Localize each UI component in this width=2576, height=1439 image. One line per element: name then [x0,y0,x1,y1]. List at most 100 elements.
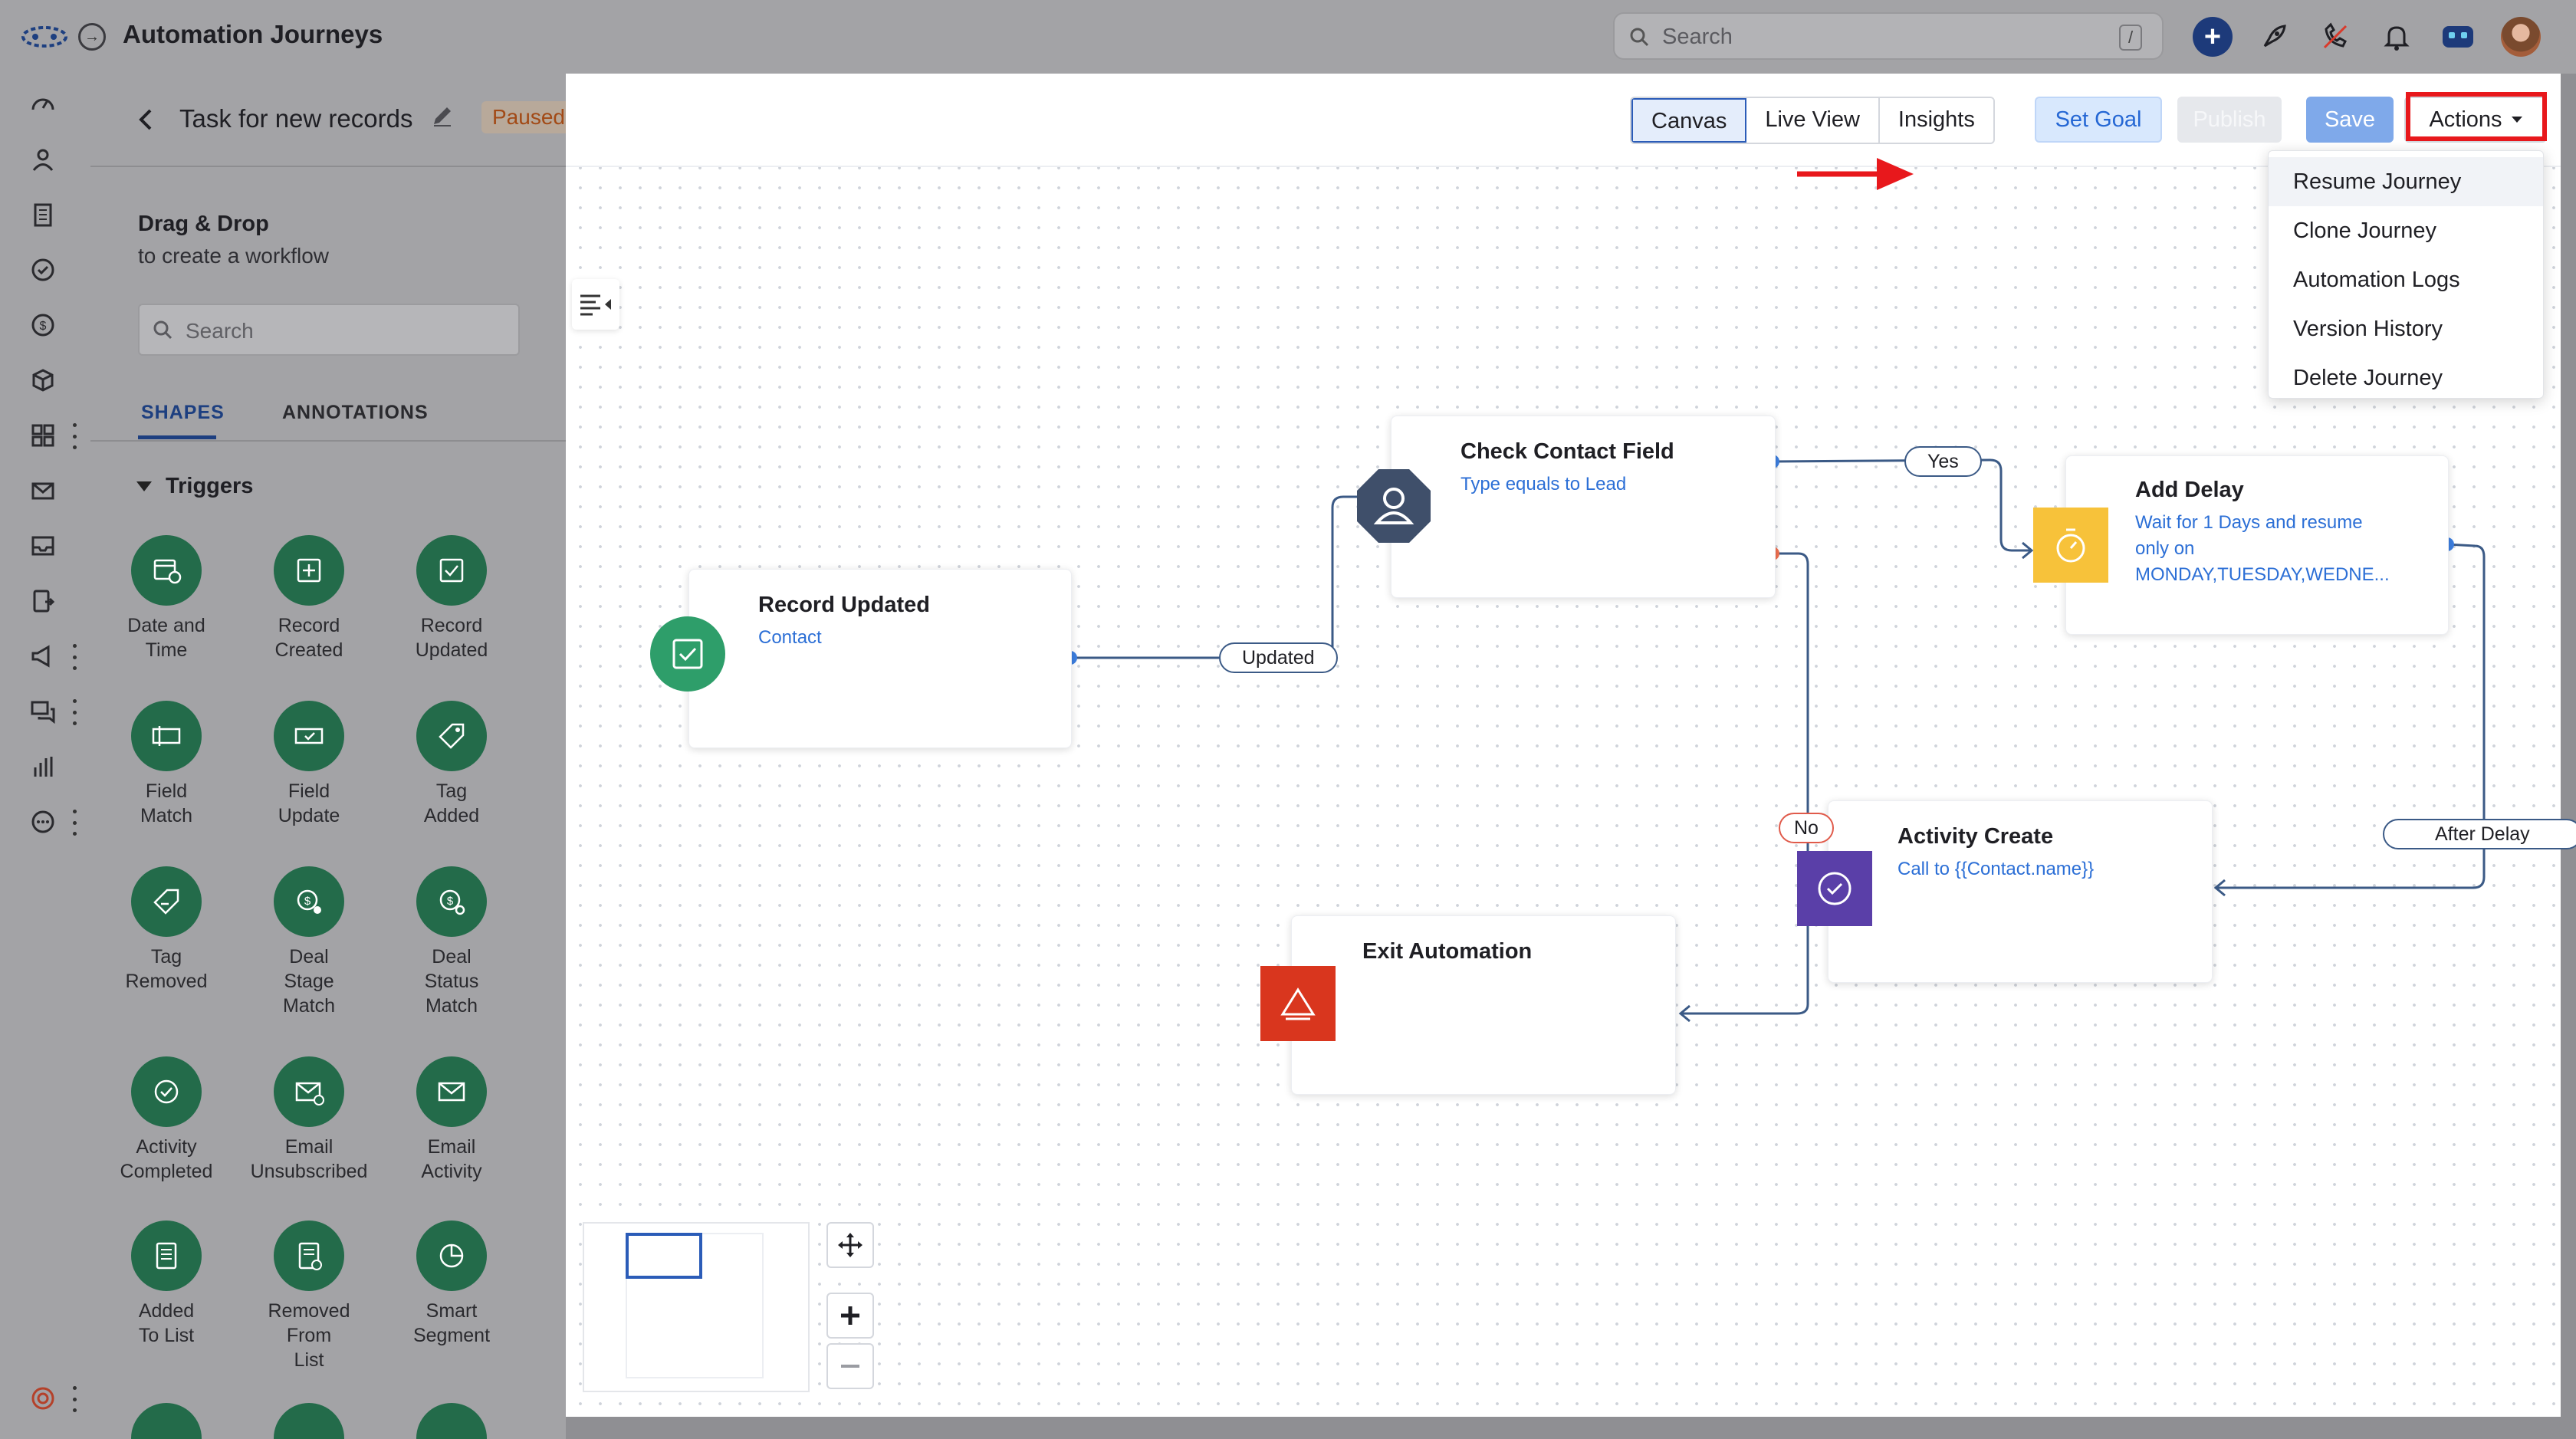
left-nav-rail: $ [0,74,90,1439]
node-exit-automation[interactable]: Exit Automation [1291,915,1676,1095]
shapes-search-input[interactable]: Search [138,304,520,356]
tab-canvas[interactable]: Canvas [1631,98,1747,143]
shape-item[interactable]: Date and Time [101,535,232,662]
menu-item-resume-journey[interactable]: Resume Journey [2269,157,2543,206]
more-apps-icon[interactable] [28,807,58,837]
reports-icon[interactable] [28,751,58,782]
zoom-in-button[interactable] [826,1293,874,1339]
rocket-icon[interactable] [2254,17,2294,57]
shape-item-partial[interactable] [131,1403,202,1439]
shape-item[interactable]: Record Created [244,535,374,662]
shape-label: Added To List [138,1300,195,1346]
shape-item[interactable]: Email Activity [386,1056,517,1184]
phone-off-icon[interactable] [2315,17,2355,57]
tab-live-view[interactable]: Live View [1746,98,1880,143]
menu-item-automation-logs[interactable]: Automation Logs [2293,268,2460,292]
shape-item[interactable]: Smart Segment [386,1221,517,1348]
campaigns-icon[interactable] [28,641,58,672]
tasks-icon[interactable] [28,255,58,285]
shape-item[interactable]: Email Unsubscribed [244,1056,374,1184]
publish-button[interactable]: Publish [2177,97,2282,143]
shape-item[interactable]: $Deal Status Match [386,866,517,1018]
companies-icon[interactable] [28,199,58,230]
minimap[interactable] [583,1222,810,1392]
set-goal-button[interactable]: Set Goal [2035,97,2162,143]
shape-item[interactable]: Tag Removed [101,866,232,994]
contacts-icon[interactable] [28,144,58,175]
panel-collapse-button[interactable] [572,279,619,330]
node-activity-create[interactable]: Activity Create Call to {{Contact.name}} [1828,800,2213,983]
tab-annotations[interactable]: ANNOTATIONS [282,402,429,423]
pan-move-button[interactable] [826,1222,874,1268]
apps-icon[interactable] [28,420,58,451]
edge-label-after-delay[interactable]: After Delay [2383,819,2576,849]
campaigns-more-icon[interactable] [71,644,78,670]
node-add-delay[interactable]: Add Delay Wait for 1 Days and resume onl… [2065,455,2449,635]
global-search-input[interactable]: Search / [1613,12,2164,60]
triggers-section-toggle[interactable]: Triggers [136,474,253,499]
more-apps-dots-icon[interactable] [71,810,78,836]
shape-item[interactable]: Field Match [101,701,232,828]
shape-label: Record Updated [415,615,488,661]
tab-insights[interactable]: Insights [1879,98,1993,143]
shape-item[interactable]: Record Updated [386,535,517,662]
dashboard-icon[interactable] [28,89,58,120]
actions-button[interactable]: Actions [2404,97,2547,143]
conversations-icon[interactable] [28,696,58,727]
tab-shapes[interactable]: SHAPES [141,402,225,423]
expand-nav-icon[interactable]: → [78,23,106,51]
shape-item[interactable]: Removed From List [244,1221,374,1372]
menu-item-clone-journey[interactable]: Clone Journey [2293,218,2436,243]
quick-add-button[interactable]: + [2193,17,2233,57]
actions-label: Actions [2429,107,2502,132]
bell-icon[interactable] [2377,17,2417,57]
shape-item-partial[interactable] [274,1403,344,1439]
check-square-icon [416,535,487,606]
collapse-triangle-icon [136,481,152,491]
calendar-clock-icon [131,535,202,606]
annotation-arrow-icon [1797,158,1914,190]
automation-icon[interactable] [28,586,58,616]
shape-item[interactable]: $Deal Stage Match [244,866,374,1018]
canvas-toolbar: Canvas Live View Insights Set Goal Publi… [566,74,2561,167]
shape-item[interactable]: Activity Completed [101,1056,232,1184]
tag-remove-icon [131,866,202,937]
help-more-icon[interactable] [71,1386,78,1412]
app-logo-icon[interactable] [20,21,69,52]
shape-label: Email Activity [421,1136,482,1182]
edge-label-updated[interactable]: Updated [1219,642,1338,673]
inbox-icon[interactable] [28,531,58,561]
edit-pencil-icon[interactable] [431,104,454,127]
conversations-more-icon[interactable] [71,699,78,725]
user-avatar[interactable] [2501,17,2541,57]
shape-item[interactable]: Field Update [244,701,374,828]
assistant-bot-icon[interactable] [2438,17,2478,57]
menu-item-version-history[interactable]: Version History [2293,317,2443,341]
back-chevron-icon[interactable] [135,107,155,132]
node-record-updated[interactable]: Record Updated Contact [688,569,1072,748]
shape-item[interactable]: Tag Added [386,701,517,828]
edge-label-yes[interactable]: Yes [1904,446,1982,477]
zoom-out-button[interactable] [826,1343,874,1389]
save-button[interactable]: Save [2306,97,2394,143]
top-bar: → Automation Journeys Search / + [0,0,2576,74]
shape-label: Field Update [278,780,340,826]
email-icon[interactable] [28,475,58,506]
apps-more-icon[interactable] [71,423,78,449]
node-check-contact-field[interactable]: Check Contact Field Type equals to Lead [1391,416,1776,598]
shape-item-partial[interactable] [416,1403,487,1439]
workflow-canvas[interactable]: Record Updated Contact Check Contact Fie… [566,74,2576,1417]
edge-label-no[interactable]: No [1779,813,1834,843]
deals-icon[interactable]: $ [28,310,58,340]
minimap-viewport[interactable] [626,1233,702,1279]
shape-label: Smart Segment [412,1300,491,1346]
shape-item[interactable]: Added To List [101,1221,232,1348]
section-title: Triggers [166,474,254,498]
mail-icon [416,1056,487,1127]
menu-item-delete-journey[interactable]: Delete Journey [2293,366,2443,390]
caret-down-icon [2511,117,2522,123]
products-icon[interactable] [28,365,58,396]
help-lifebuoy-icon[interactable] [28,1383,58,1414]
node-title: Exit Automation [1362,939,1533,964]
search-icon [1630,28,1649,47]
